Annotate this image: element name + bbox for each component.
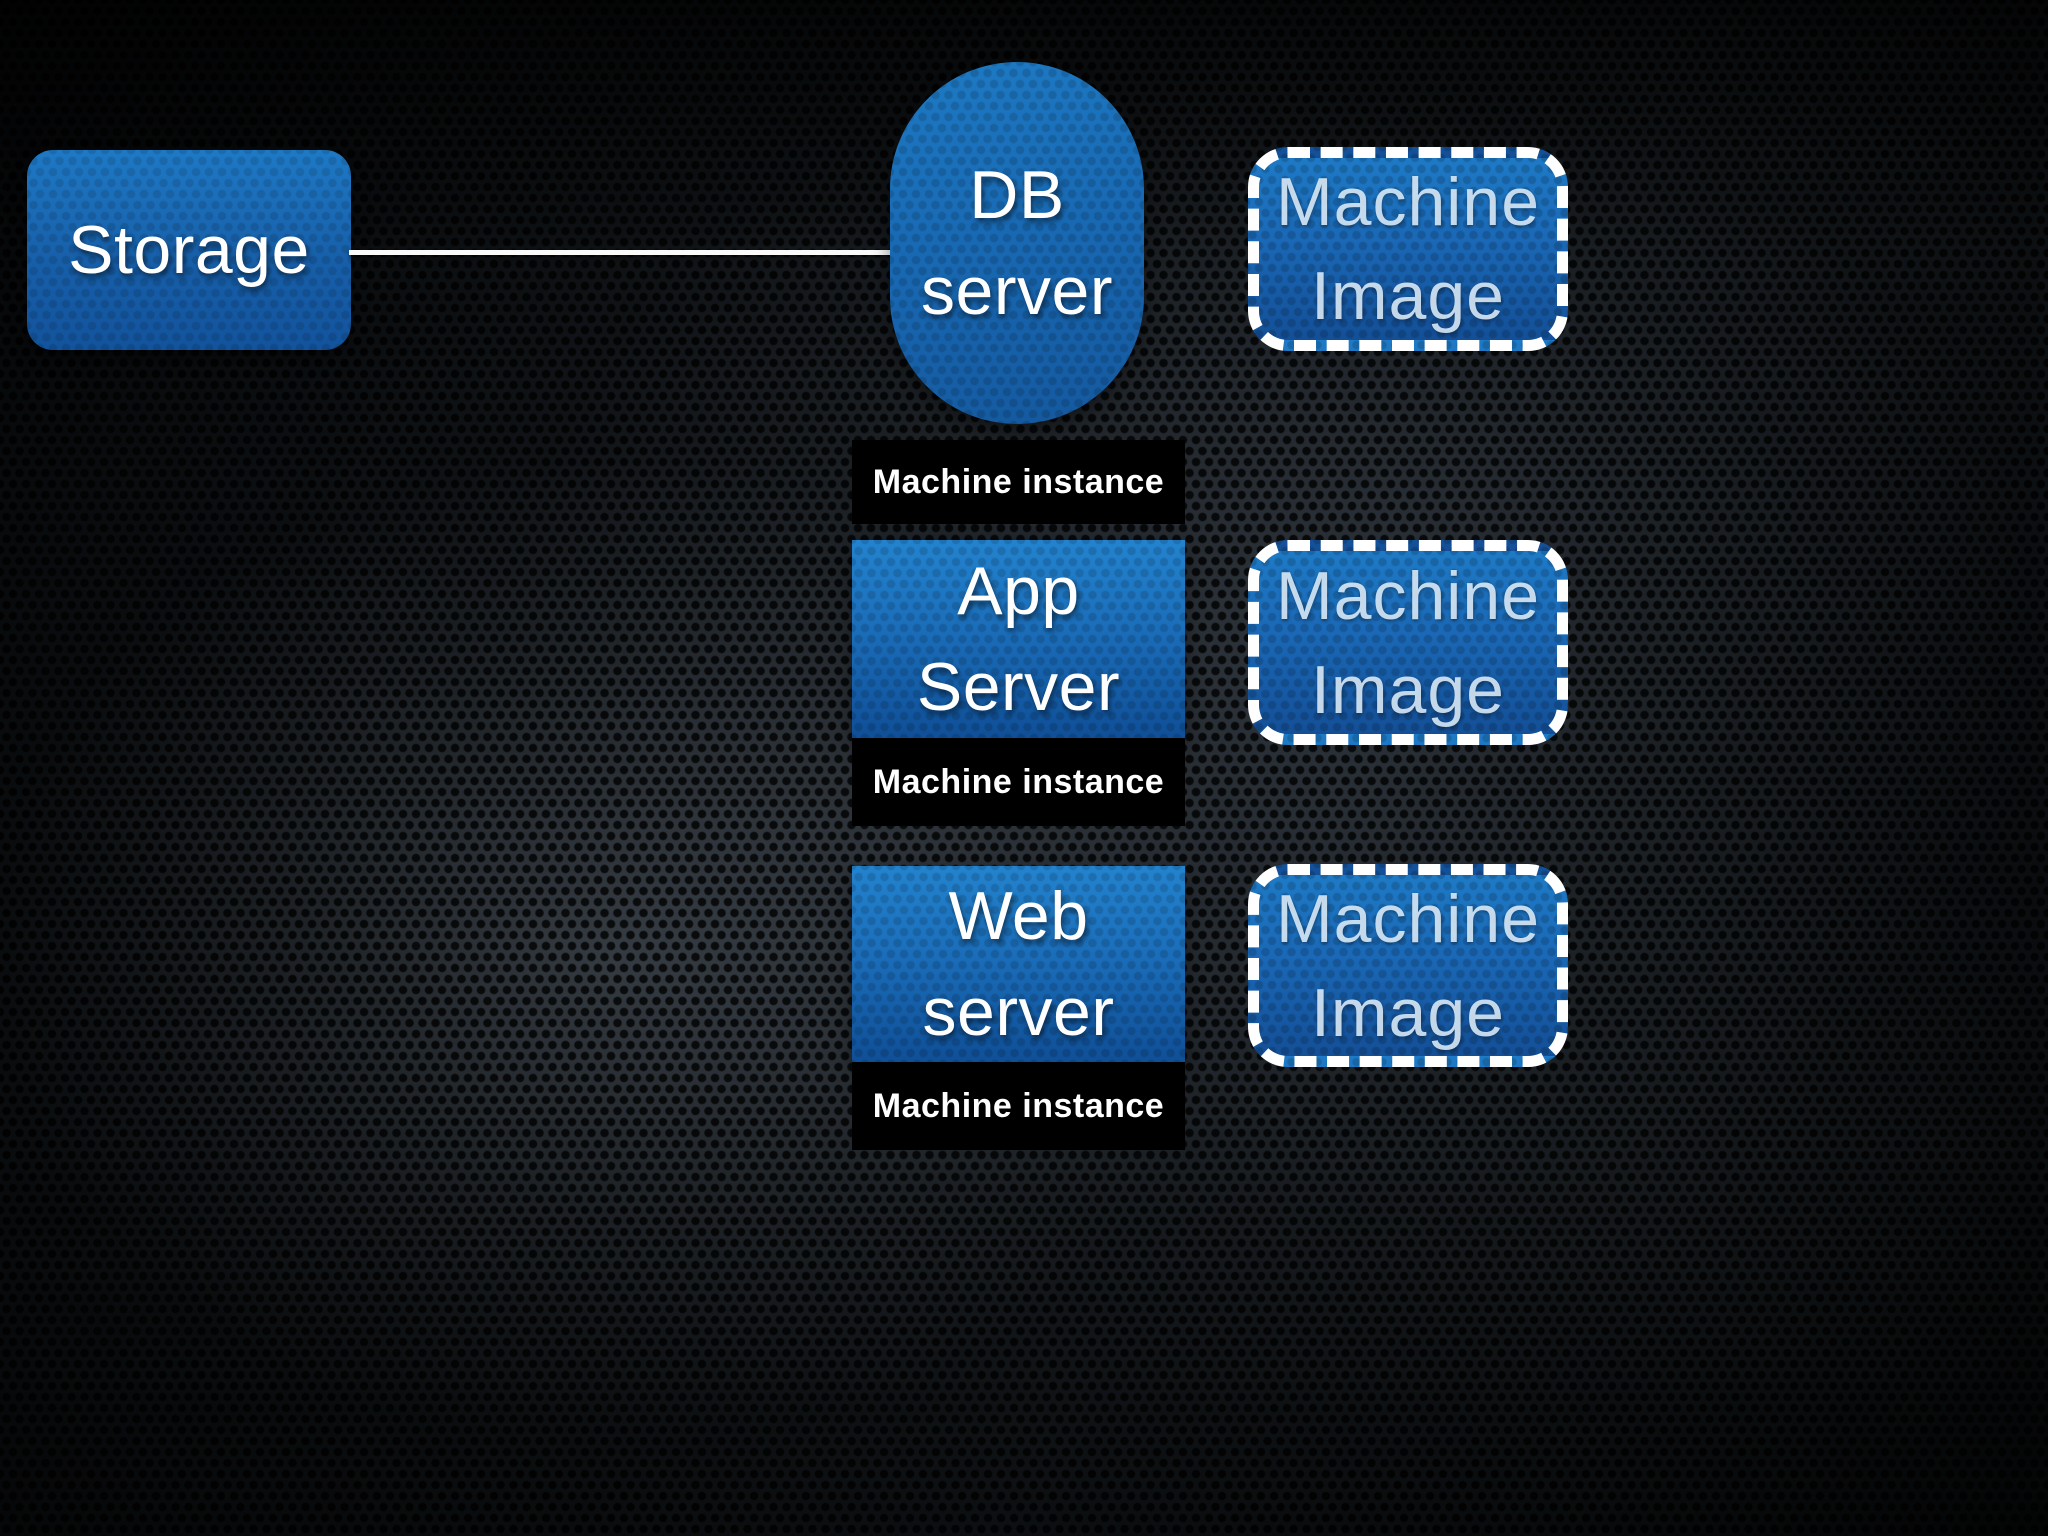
app-server-label-line2: Server (916, 649, 1121, 725)
app-server-node: App Server (852, 540, 1185, 738)
web-machine-instance-label: Machine instance (872, 1086, 1165, 1125)
machine-image-1-label-line2: Image (1311, 258, 1505, 334)
db-machine-instance-label: Machine instance (872, 462, 1165, 501)
machine-image-3-label-line1: Machine (1275, 880, 1541, 957)
machine-image-box-1: Machine Image (1248, 147, 1568, 351)
web-server-label-line1: Web (948, 878, 1089, 954)
storage-node: Storage (27, 150, 351, 350)
app-machine-instance-bar: Machine instance (852, 738, 1185, 826)
web-server-node: Web server (852, 866, 1185, 1062)
db-server-label-line2: server (921, 253, 1113, 329)
storage-db-connector-line (349, 250, 895, 255)
db-server-node: DB server (890, 62, 1144, 424)
machine-image-3-label-line2: Image (1311, 974, 1505, 1051)
web-server-label-line2: server (922, 974, 1115, 1050)
app-server-label-line1: App (957, 553, 1080, 629)
machine-image-2-label-line2: Image (1311, 651, 1505, 728)
db-machine-instance-bar: Machine instance (852, 440, 1185, 524)
machine-image-1-label-line1: Machine (1275, 164, 1541, 240)
machine-image-2-label-line1: Machine (1275, 557, 1541, 634)
machine-image-box-2: Machine Image (1248, 540, 1568, 745)
machine-image-box-3: Machine Image (1248, 864, 1568, 1067)
storage-label: Storage (68, 212, 310, 288)
db-server-label-line1: DB (969, 157, 1065, 233)
web-machine-instance-bar: Machine instance (852, 1062, 1185, 1150)
app-machine-instance-label: Machine instance (872, 762, 1165, 801)
